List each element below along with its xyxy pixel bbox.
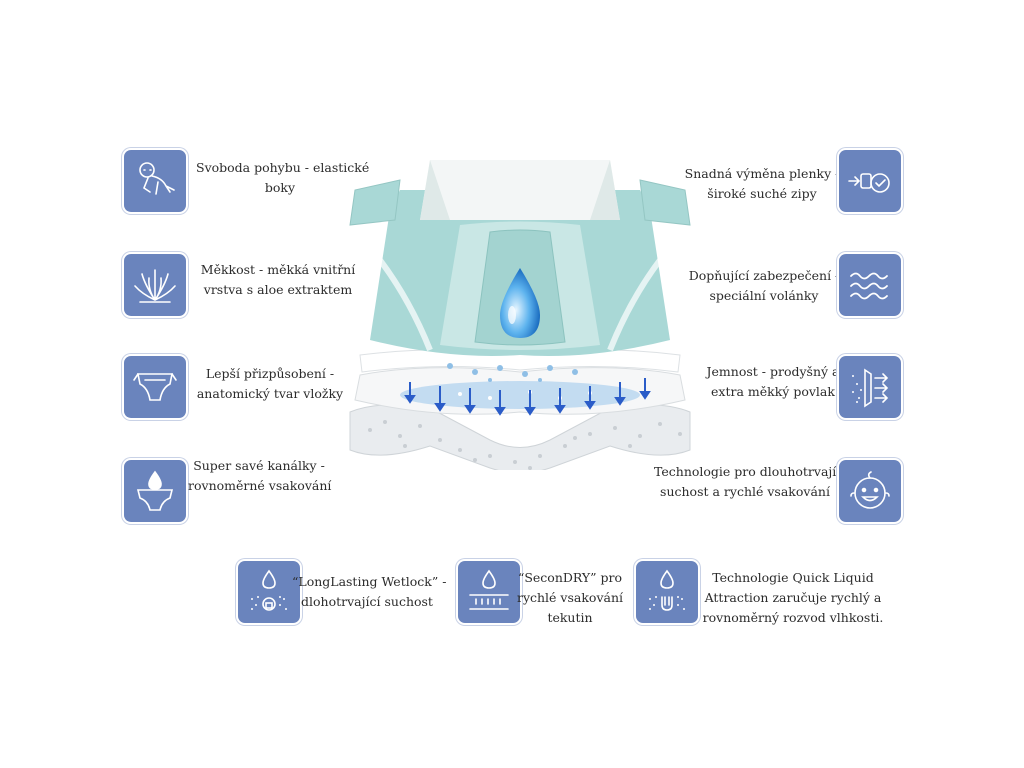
baby-crawling-icon (124, 150, 186, 212)
anatomic-diaper-icon (124, 356, 186, 418)
feature-text-line: Snadná výměna plenky - (684, 166, 840, 181)
smiling-baby-icon (839, 460, 901, 522)
breathable-layer-icon (839, 356, 901, 418)
feature-text-line: Jemnost - prodyšný a (706, 364, 840, 379)
aloe-icon (124, 254, 186, 316)
feature-text-line: Super savé kanálky - (193, 458, 325, 473)
waves-icon (839, 254, 901, 316)
feature-text-line: rovnoměrný rozvod vlhkosti. (702, 610, 884, 625)
liquid-attraction-icon (636, 561, 698, 623)
wetlock-drop-icon (238, 561, 300, 623)
feature-text-line: tekutin (547, 610, 593, 625)
top-sheet-layer (359, 349, 681, 382)
feature-text-line: rovnoměrné vsakování (188, 478, 332, 493)
feature-text-line: Attraction zaručuje rychlý a (704, 590, 882, 605)
feature-text-line: “LongLasting Wetlock” - (292, 574, 447, 589)
feature-text-line: Technologie pro dlouhotrvající (654, 464, 848, 479)
feature-text-line: extra měkký povlak (711, 384, 835, 399)
distribution-layer (354, 367, 686, 415)
diaper-drop-icon (124, 460, 186, 522)
feature-text-line: boky (264, 180, 296, 195)
secondry-layers-icon (458, 561, 520, 623)
feature-text-line: Měkkost - měkká vnitřní (200, 262, 356, 277)
absorbent-core-layer (349, 404, 691, 470)
feature-text-line: Svoboda pohybu - elastické (196, 160, 370, 175)
feature-text-line: rychlé vsakování (516, 590, 624, 605)
feature-text-line: “SeconDRY” pro (517, 570, 623, 585)
feature-text-line: široké suché zipy (707, 186, 817, 201)
feature-text-line: suchost a rychlé vsakování (660, 484, 830, 499)
feature-text-line: anatomický tvar vložky (196, 386, 344, 401)
feature-text-line: Technologie Quick Liquid (712, 570, 874, 585)
diaper-cross-section-illustration (349, 160, 691, 470)
absorption-arrows (404, 378, 651, 416)
feature-text-line: Dopňující zabezpečení - (688, 268, 840, 283)
feature-text-line: vrstva s aloe extraktem (203, 282, 353, 297)
water-drop-icon (500, 268, 540, 338)
fastener-check-icon (839, 150, 901, 212)
feature-text-line: dlohotrvající suchost (301, 594, 433, 609)
feature-text-line: speciální volánky (709, 288, 819, 303)
feature-text-line: Lepší přizpůsobení - (205, 366, 335, 381)
